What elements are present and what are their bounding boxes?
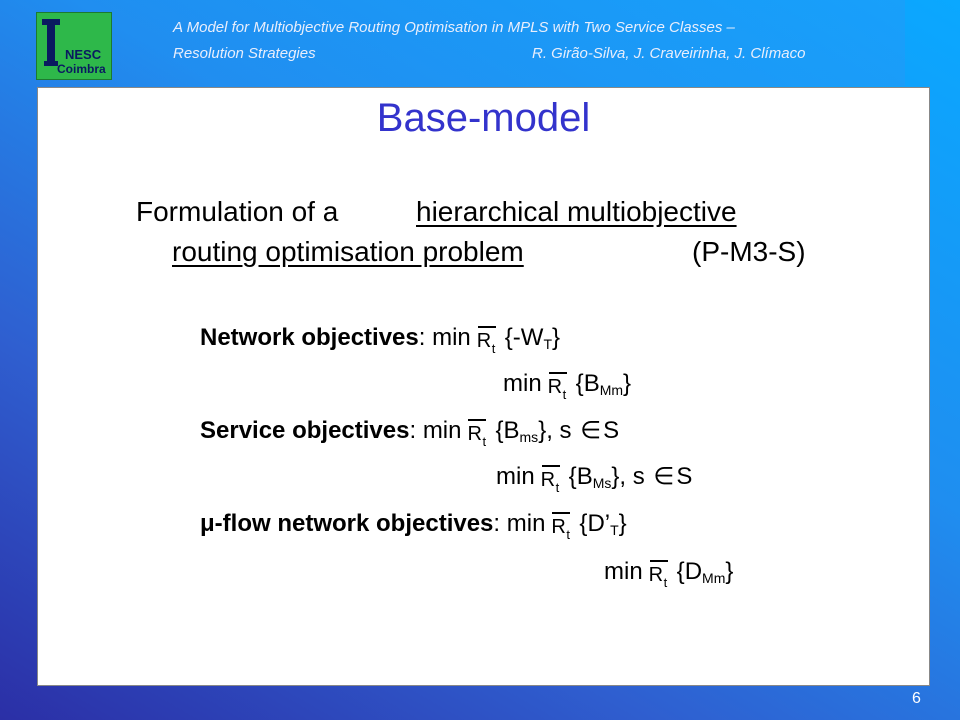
element-of-icon: ∈ [653,463,675,490]
muflow-objectives-label: μ-flow network objectives [200,510,494,537]
formulation-underlined-2: routing optimisation problem [172,236,524,267]
element-of-icon: ∈ [580,417,602,444]
header-title-line2: Resolution Strategies [173,45,316,62]
slide-title: Base-model [376,96,591,140]
inesc-logo: NESC Coimbra [36,12,112,80]
slide-content: Base-model Formulation of a hierarchical… [37,87,930,686]
problem-label: (P-M3-S) [692,236,806,267]
header-title-line1: A Model for Multiobjective Routing Optim… [173,19,735,36]
logo-figure-icon [42,19,60,66]
logo-text-nesc: NESC [65,47,102,62]
page-number: 6 [912,690,921,707]
formulation-underlined-1: hierarchical multiobjective [416,196,737,227]
formulation-pre: Formulation of a [136,196,339,227]
network-objectives-label: Network objectives [200,324,419,351]
formulation-text: Formulation of a hierarchical multiobjec… [38,192,929,272]
service-objectives-label: Service objectives [200,417,410,444]
logo-text-coimbra: Coimbra [57,62,106,76]
header-band [0,0,905,86]
header-authors: R. Girão-Silva, J. Craveirinha, J. Clíma… [532,45,806,62]
